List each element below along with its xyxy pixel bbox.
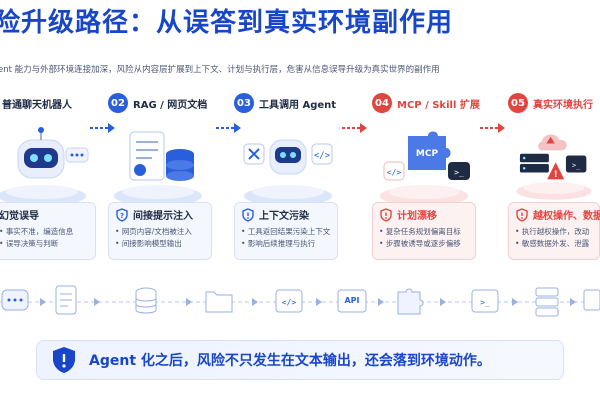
- tool-agent-robot-icon: </>: [243, 139, 333, 206]
- risk-bullet: 复杂任务规划偏离目标: [379, 226, 469, 238]
- risk-bullet: 步骤被诱导或逐步偏移: [379, 238, 469, 250]
- database-icon: [135, 287, 157, 314]
- arrow-right-icon: [480, 123, 505, 133]
- document-database-icon: [114, 131, 202, 206]
- api-icon: [337, 289, 367, 313]
- svg-text:</>: </>: [282, 298, 297, 307]
- banner-text: Agent 化之后，风险不只发生在文本输出，还会落到环境动作。: [89, 353, 491, 369]
- risk-bullet: 敏感数据外发、泄露: [515, 238, 593, 250]
- stage-number: 03: [234, 93, 254, 113]
- svg-text:!: !: [554, 170, 558, 180]
- risk-bullet: 事实不准，编造信息: [0, 226, 89, 238]
- server-icon: [535, 287, 559, 317]
- terminal-icon: >_: [471, 289, 499, 313]
- puzzle-icon: [397, 288, 424, 315]
- folder-icon: [205, 291, 233, 313]
- risk-title: 计划漂移: [397, 211, 437, 222]
- stage-2: 02 RAG / 网页文档 ? 间接提示注入 网页内容/文档被注入 间接影响模型…: [108, 92, 216, 260]
- chatbot-robot-icon: [0, 127, 89, 206]
- stage-5: 05 真实环境执行 ! >_ 越权操作、数据外 执行越权操作，改动 敏感数据外发…: [508, 92, 600, 260]
- stage-number: 04: [372, 93, 392, 113]
- mcp-puzzle-icon: MCP </> >_: [380, 131, 470, 206]
- risk-card: ? 间接提示注入 网页内容/文档被注入 间接影响模型输出: [108, 202, 212, 260]
- server-warning-icon: ! >_: [516, 134, 592, 200]
- risk-title: 幻觉误导: [0, 211, 39, 222]
- risk-bullet: 误导决策与判断: [0, 238, 89, 250]
- stage-title: 真实环境执行: [533, 99, 593, 111]
- shield-alert-icon: [380, 207, 392, 222]
- stage-title: 工具调用 Agent: [259, 99, 337, 111]
- shield-question-icon: ?: [116, 207, 128, 222]
- stage-number: 05: [508, 93, 528, 113]
- monitor-icon: [583, 289, 600, 311]
- svg-text:?: ?: [120, 212, 124, 220]
- arrow-right-icon: [342, 123, 367, 133]
- stage-title: 普通聊天机器人: [2, 99, 72, 111]
- page-subtitle: ent 能力与外部环境连接加深，风险从内容层扩展到上下文、计划与执行层，危害从信…: [0, 65, 440, 75]
- svg-text:</>: </>: [314, 151, 331, 161]
- svg-text:>_: >_: [480, 298, 490, 307]
- stage-4: 04 MCP / Skill 扩展 MCP </> >_ 计划漂移 复杂任务规划…: [372, 92, 480, 260]
- stage-title: MCP / Skill 扩展: [397, 99, 480, 111]
- shield-alert-icon: [53, 347, 75, 373]
- risk-bullet: 影响后续推理与执行: [241, 238, 331, 250]
- risk-card: 上下文污染 工具返回结果污染上下文 影响后续推理与执行: [234, 202, 338, 260]
- stage-title: RAG / 网页文档: [133, 99, 208, 111]
- code-icon: </>: [275, 289, 303, 313]
- risk-title: 上下文污染: [259, 211, 309, 222]
- risk-title: 间接提示注入: [133, 211, 193, 222]
- conclusion-banner: Agent 化之后，风险不只发生在文本输出，还会落到环境动作。: [36, 340, 564, 380]
- data-flow-line: </> >_: [0, 285, 600, 317]
- risk-card: 越权操作、数据外 执行越权操作，改动 敏感数据外发、泄露: [508, 202, 600, 260]
- risk-card: 幻觉误导 事实不准，编造信息 误导决策与判断: [0, 202, 96, 260]
- svg-text:>_: >_: [572, 161, 581, 169]
- svg-text:>_: >_: [454, 168, 464, 177]
- risk-bullet: 执行越权操作，改动: [515, 226, 593, 238]
- arrow-right-icon: [216, 123, 241, 133]
- chat-bubble-icon: [1, 289, 29, 311]
- document-icon: [55, 285, 77, 315]
- risk-bullet: 间接影响模型输出: [115, 238, 205, 250]
- risk-bullet: 工具返回结果污染上下文: [241, 226, 331, 238]
- shield-alert-icon: [242, 207, 254, 222]
- stage-number: 02: [108, 93, 128, 113]
- risk-title: 越权操作、数据外: [533, 211, 600, 222]
- stage-3: 03 工具调用 Agent </> 上下文污染 工具返回结果污染上下文 影响后续…: [234, 92, 342, 260]
- arrow-right-icon: [90, 123, 115, 133]
- risk-bullet: 网页内容/文档被注入: [115, 226, 205, 238]
- shield-alert-icon: [516, 207, 528, 222]
- page-title: 险升级路径：从误答到真实环境副作用: [0, 8, 454, 38]
- svg-text:</>: </>: [387, 168, 402, 177]
- api-label: API: [344, 296, 360, 305]
- stage-1: 普通聊天机器人 幻觉误导 事实不准，编造信息 误导决策与判断: [0, 92, 100, 260]
- svg-text:MCP: MCP: [416, 149, 439, 159]
- risk-card: 计划漂移 复杂任务规划偏离目标 步骤被诱导或逐步偏移: [372, 202, 476, 260]
